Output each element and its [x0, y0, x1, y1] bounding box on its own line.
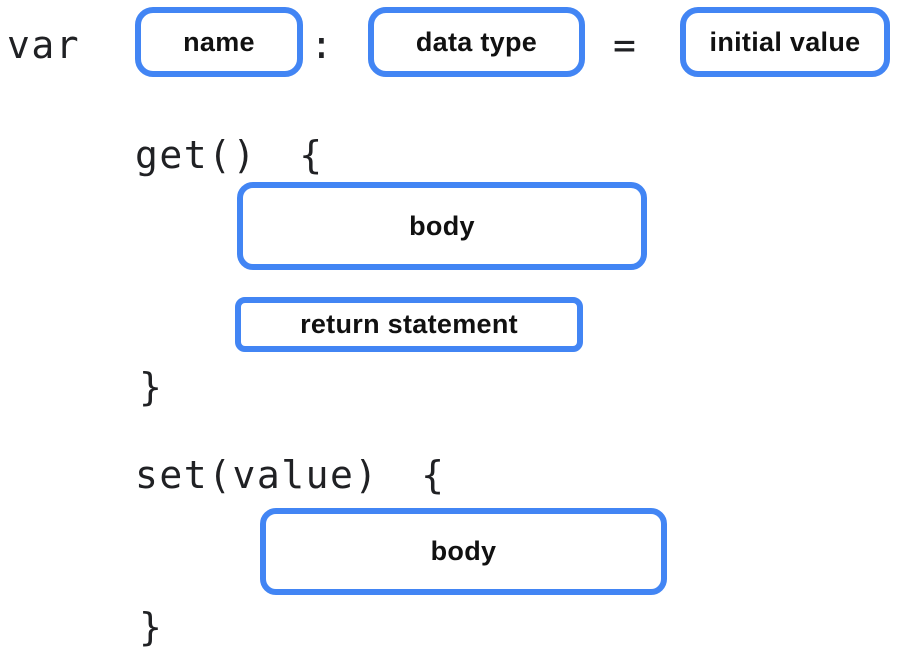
name-placeholder-label: name	[183, 26, 255, 57]
colon-separator: :	[310, 23, 335, 67]
setter-closing-brace: }	[139, 605, 164, 649]
data-type-placeholder-label: data type	[415, 26, 538, 57]
getter-body-placeholder-label: body	[409, 210, 475, 241]
data-type-placeholder-box: data type	[368, 7, 585, 77]
setter-body-placeholder-box: body	[260, 508, 667, 595]
getter-closing-brace: }	[139, 365, 164, 409]
return-statement-placeholder-box: return statement	[235, 297, 583, 352]
return-statement-placeholder-label: return statement	[300, 309, 518, 339]
equals-sign: =	[613, 23, 638, 67]
initial-value-placeholder-box: initial value	[680, 7, 890, 77]
getter-body-placeholder-box: body	[237, 182, 647, 270]
var-keyword: var	[7, 23, 81, 67]
setter-body-placeholder-label: body	[430, 536, 497, 566]
getter-signature: get() {	[135, 133, 324, 177]
setter-signature: set(value) {	[135, 453, 446, 497]
initial-value-placeholder-label: initial value	[709, 26, 861, 57]
name-placeholder-box: name	[135, 7, 303, 77]
